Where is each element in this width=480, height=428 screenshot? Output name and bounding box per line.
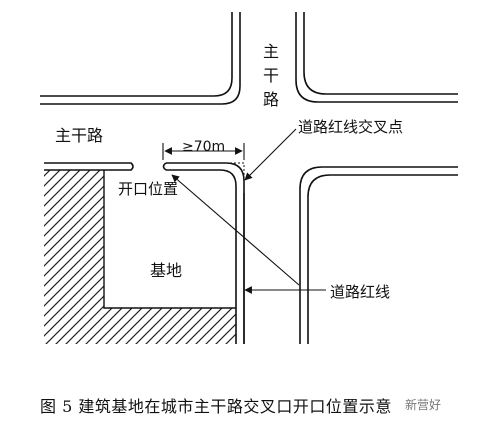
road-red-line-label: 道路红线 — [330, 283, 391, 301]
distance-dimension — [162, 143, 245, 160]
distance-label: ≥70m — [182, 139, 226, 155]
figure-caption: 图 5 建筑基地在城市主干路交叉口开口位置示意 — [40, 397, 392, 416]
watermark: 新营好 — [405, 398, 442, 412]
left-curb-island — [44, 162, 134, 171]
top-left-block-outline — [40, 12, 241, 105]
site-label: 基地 — [150, 261, 183, 280]
intersection-point-marker — [230, 162, 245, 176]
opening-position-label: 开口位置 — [118, 180, 179, 198]
right-curb-corner — [162, 162, 245, 344]
red-line-intersection-label: 道路红线交叉点 — [298, 118, 404, 136]
top-right-block-outline — [295, 12, 458, 103]
main-road-vertical-label: 主干路 — [262, 42, 279, 109]
bottom-right-block-outline — [299, 166, 458, 344]
main-road-horizontal-label: 主干路 — [55, 126, 104, 145]
leader-lines — [171, 128, 326, 294]
